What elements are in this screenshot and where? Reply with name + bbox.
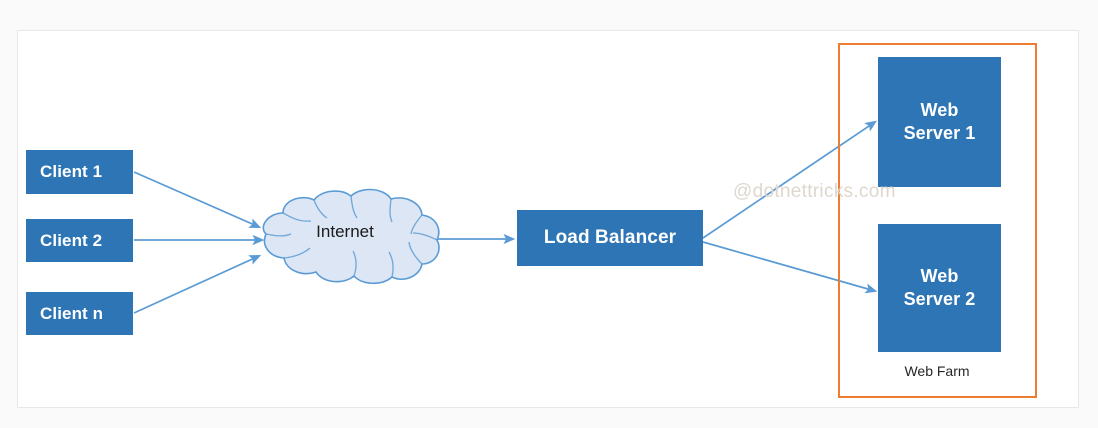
node-web-server-1-label-line2: Server 1 — [903, 123, 976, 143]
internet-cloud-label: Internet — [316, 222, 374, 241]
node-load-balancer-label: Load Balancer — [543, 226, 677, 248]
node-web-server-1[interactable]: Web Server 1 — [878, 57, 1001, 187]
node-client-2[interactable]: Client 2 — [26, 219, 133, 262]
node-web-server-1-label-line1: Web — [920, 99, 959, 120]
node-web-server-2-label-line2: Server 2 — [903, 289, 976, 309]
node-client-n[interactable]: Client n — [26, 292, 133, 335]
node-web-server-2[interactable]: Web Server 2 — [878, 224, 1001, 352]
node-client-2-label: Client 2 — [40, 230, 103, 250]
node-client-n-label: Client n — [40, 303, 104, 323]
watermark-text: @dotnettricks.com — [733, 181, 896, 202]
node-client-1[interactable]: Client 1 — [26, 150, 133, 194]
node-client-1-label: Client 1 — [40, 162, 103, 182]
node-web-server-2-label-line1: Web — [920, 265, 959, 286]
web-farm-group-label: Web Farm — [904, 363, 970, 379]
node-load-balancer[interactable]: Load Balancer — [517, 210, 703, 266]
web-farm-group-border — [838, 43, 1037, 398]
